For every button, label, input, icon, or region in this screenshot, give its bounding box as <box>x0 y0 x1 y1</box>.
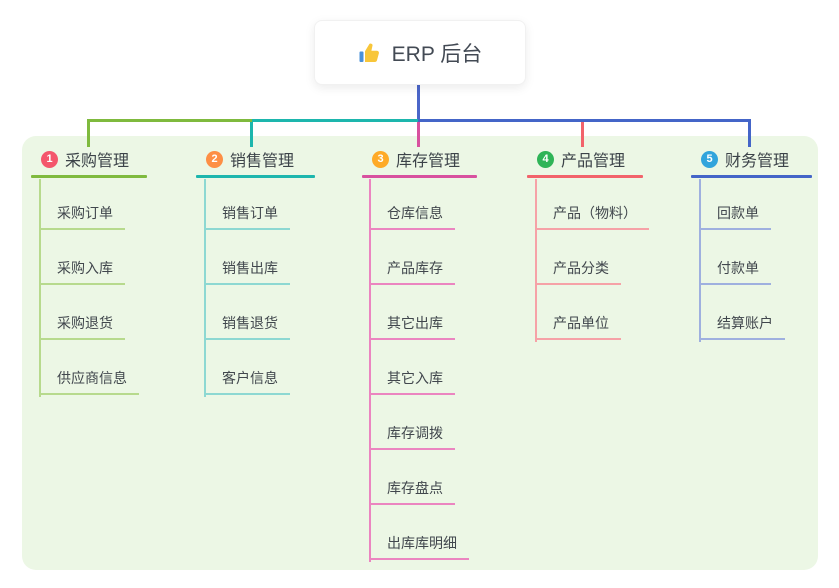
node-product-unit[interactable]: 产品单位 <box>535 312 621 340</box>
child-connector-finance <box>699 179 701 342</box>
branch-label: 财务管理 <box>725 153 790 170</box>
node-label: 回款单 <box>717 205 759 221</box>
drop-line-finance <box>748 122 751 147</box>
node-stock-taking[interactable]: 库存盘点 <box>369 477 455 505</box>
root-label: ERP 后台 <box>391 42 483 66</box>
node-label: 库存调拨 <box>387 425 443 441</box>
node-label: 库存盘点 <box>387 480 443 496</box>
mindmap-panel <box>22 136 818 570</box>
branch-purchase-mgmt[interactable]: 1 采购管理 <box>31 146 147 178</box>
bus-line-sales <box>252 119 418 122</box>
node-label: 出库库明细 <box>387 535 457 551</box>
node-label: 仓库信息 <box>387 205 443 221</box>
drop-line-product <box>581 122 584 147</box>
node-label: 产品库存 <box>387 260 443 276</box>
branch-inventory-mgmt[interactable]: 3 库存管理 <box>362 146 477 178</box>
node-label: 销售出库 <box>222 260 278 276</box>
branch-underline <box>362 175 477 178</box>
node-product-stock[interactable]: 产品库存 <box>369 257 455 285</box>
node-label: 销售退货 <box>222 315 278 331</box>
node-label: 产品单位 <box>553 315 609 331</box>
node-label: 产品（物料） <box>553 205 637 221</box>
node-other-inbound[interactable]: 其它入库 <box>369 367 455 395</box>
branch-label: 采购管理 <box>65 153 130 170</box>
node-sales-outbound[interactable]: 销售出库 <box>204 257 290 285</box>
node-label: 产品分类 <box>553 260 609 276</box>
branch-finance-mgmt[interactable]: 5 财务管理 <box>691 146 812 178</box>
node-product-category[interactable]: 产品分类 <box>535 257 621 285</box>
node-label: 结算账户 <box>717 315 773 331</box>
root-node-erp[interactable]: ERP 后台 <box>314 20 526 85</box>
branch-underline <box>527 175 643 178</box>
drop-line-purchase <box>87 122 90 147</box>
node-supplier-info[interactable]: 供应商信息 <box>39 367 139 395</box>
node-purchase-inbound[interactable]: 采购入库 <box>39 257 125 285</box>
node-product-material[interactable]: 产品（物料） <box>535 202 649 230</box>
node-stock-transfer[interactable]: 库存调拨 <box>369 422 455 450</box>
node-label: 客户信息 <box>222 370 278 386</box>
node-label: 供应商信息 <box>57 370 127 386</box>
root-connector-line <box>417 82 420 119</box>
node-purchase-order[interactable]: 采购订单 <box>39 202 125 230</box>
branch-underline <box>196 175 315 178</box>
branch-label: 库存管理 <box>396 153 461 170</box>
branch-underline <box>691 175 812 178</box>
drop-line-sales <box>250 122 253 147</box>
badge-1-icon: 1 <box>41 150 58 168</box>
child-connector-purchase <box>39 179 41 397</box>
node-payment-doc[interactable]: 付款单 <box>699 257 771 285</box>
child-connector-sales <box>204 179 206 397</box>
node-settlement-account[interactable]: 结算账户 <box>699 312 785 340</box>
drop-line-inventory <box>417 122 420 147</box>
thumbs-up-icon <box>359 43 379 62</box>
node-sales-order[interactable]: 销售订单 <box>204 202 290 230</box>
node-label: 采购退货 <box>57 315 113 331</box>
branch-label: 产品管理 <box>561 153 626 170</box>
badge-3-icon: 3 <box>372 150 389 168</box>
bus-line-purchase <box>87 119 252 122</box>
node-warehouse-info[interactable]: 仓库信息 <box>369 202 455 230</box>
badge-2-icon: 2 <box>206 150 223 168</box>
bus-line-finance <box>418 119 751 122</box>
node-other-outbound[interactable]: 其它出库 <box>369 312 455 340</box>
node-label: 采购入库 <box>57 260 113 276</box>
node-label: 其它入库 <box>387 370 443 386</box>
node-label: 采购订单 <box>57 205 113 221</box>
node-customer-info[interactable]: 客户信息 <box>204 367 290 395</box>
node-purchase-return[interactable]: 采购退货 <box>39 312 125 340</box>
node-outbound-detail[interactable]: 出库库明细 <box>369 532 469 560</box>
node-label: 付款单 <box>717 260 759 276</box>
child-connector-inventory <box>369 179 371 562</box>
node-label: 其它出库 <box>387 315 443 331</box>
badge-4-icon: 4 <box>537 150 554 168</box>
branch-sales-mgmt[interactable]: 2 销售管理 <box>196 146 315 178</box>
badge-5-icon: 5 <box>701 150 718 168</box>
node-sales-return[interactable]: 销售退货 <box>204 312 290 340</box>
branch-product-mgmt[interactable]: 4 产品管理 <box>527 146 643 178</box>
child-connector-product <box>535 179 537 342</box>
branch-underline <box>31 175 147 178</box>
node-receipt-doc[interactable]: 回款单 <box>699 202 771 230</box>
branch-label: 销售管理 <box>230 153 295 170</box>
node-label: 销售订单 <box>222 205 278 221</box>
